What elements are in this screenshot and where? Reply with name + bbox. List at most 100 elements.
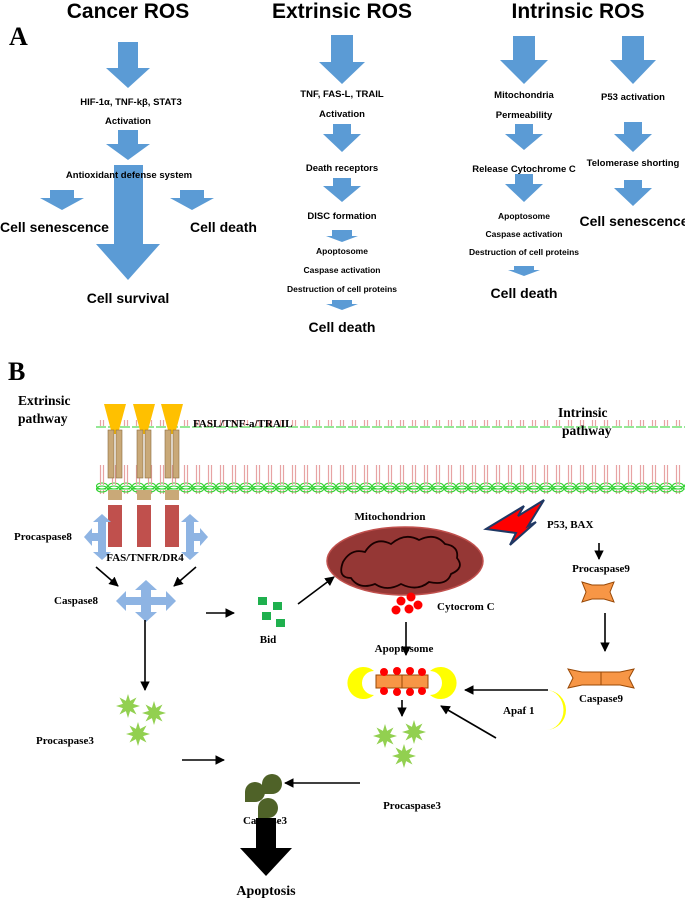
panel-a-label: A xyxy=(9,22,28,51)
procaspase3-star xyxy=(126,722,150,746)
intrinsic-pathway-line1: Intrinsic xyxy=(558,405,608,420)
extrinsic-arrow-2 xyxy=(323,124,361,152)
extrinsic-arrow-1 xyxy=(319,35,365,84)
procaspase9-label: Procaspase9 xyxy=(572,563,630,575)
receptors-label: FAS/TNFR/DR4 xyxy=(106,552,184,564)
mitochondrion-label: Mitochondrion xyxy=(354,511,426,523)
ligand-2 xyxy=(133,404,155,500)
lipid-head xyxy=(587,485,601,493)
cytochrome-c-shape xyxy=(391,592,423,615)
extrinsic-pathway-line2: pathway xyxy=(18,411,68,426)
lipid-head xyxy=(539,485,553,493)
panel-a-arrows xyxy=(40,35,656,310)
lipid-head xyxy=(563,485,577,493)
procaspase3-right-label: Procaspase3 xyxy=(383,800,441,812)
apaf1-label: Apaf 1 xyxy=(503,705,535,717)
caspase8-shape xyxy=(116,580,176,622)
lipid-head xyxy=(311,485,325,493)
caspase3-label: Caspase3 xyxy=(242,815,288,827)
lipid-head xyxy=(239,485,253,493)
lipid-head xyxy=(611,485,625,493)
procaspase3-right-shape xyxy=(373,720,426,768)
mitochondria-label: Mitochondria xyxy=(494,90,554,101)
pathway-connectors xyxy=(95,543,610,788)
lipid-head xyxy=(491,485,505,493)
extrinsic-cell-death-label: Cell death xyxy=(308,319,376,335)
mitochondrion-shape xyxy=(326,526,484,596)
cancer-activation-label: Activation xyxy=(105,116,151,127)
cancer-senescence-label: Cell senescence xyxy=(0,219,109,235)
lipid-head xyxy=(323,485,337,493)
lipid-head xyxy=(263,485,277,493)
procaspase3-star xyxy=(373,724,397,748)
extrinsic-destruction-label: Destruction of cell proteins xyxy=(286,284,398,294)
intrinsic-arrow-1 xyxy=(500,36,548,84)
lipid-head xyxy=(371,485,385,493)
procaspase3-star xyxy=(392,744,416,768)
procaspase8-shapes xyxy=(84,514,208,560)
caspase3-shape xyxy=(245,774,282,818)
receptor-3 xyxy=(165,505,179,547)
lipid-head xyxy=(671,485,685,493)
lipid-head xyxy=(467,485,481,493)
extrinsic-ros-title: Extrinsic ROS xyxy=(271,0,413,23)
lightning-icon xyxy=(483,499,545,546)
lipid-head xyxy=(251,485,265,493)
lipid-head xyxy=(395,485,409,493)
cancer-arrow-2 xyxy=(106,130,150,160)
lipid-head xyxy=(299,485,313,493)
lipid-head xyxy=(479,485,493,493)
intrinsic-arrow-4 xyxy=(508,266,540,276)
p53-arrow-2 xyxy=(614,122,652,152)
ligands-label: FASL/TNF-a/TRAIL xyxy=(193,418,293,430)
procaspase3-star xyxy=(116,694,140,718)
ligand-1 xyxy=(104,404,126,500)
caspase8-label: Caspase8 xyxy=(54,595,99,607)
lipid-head xyxy=(191,485,205,493)
procaspase3-star xyxy=(142,701,166,725)
cancer-arrow-survival xyxy=(96,165,160,280)
bid-label: Bid xyxy=(259,634,277,646)
lipid-head xyxy=(383,485,397,493)
cancer-factors-label: HIF-1α, TNF-kβ, STAT3 xyxy=(80,97,182,108)
extrinsic-activation-label: Activation xyxy=(319,109,365,120)
intrinsic-cell-death-label: Cell death xyxy=(490,285,558,301)
lipid-head xyxy=(215,485,229,493)
apoptosome-label: Apoptosome xyxy=(374,643,434,655)
cell-survival-label: Cell survival xyxy=(86,290,170,306)
lipid-head xyxy=(155,485,169,493)
panel-b-label: B xyxy=(8,357,26,386)
lipid-head xyxy=(647,485,661,493)
lipid-head xyxy=(275,485,289,493)
p53-arrow-1 xyxy=(610,36,656,84)
lipid-head xyxy=(407,485,421,493)
lipid-head xyxy=(515,485,529,493)
extrinsic-arrow-5 xyxy=(326,300,358,310)
lipid-head xyxy=(227,485,241,493)
lipid-head xyxy=(503,485,517,493)
procaspase8-label: Procaspase8 xyxy=(14,531,72,543)
cancer-arrow-left xyxy=(40,190,84,210)
intrinsic-pathway-line2: pathway xyxy=(562,423,612,438)
intrinsic-ros-title: Intrinsic ROS xyxy=(511,0,645,23)
membrane-lower-heads xyxy=(95,465,685,493)
extrinsic-apoptosome-label: Apoptosome xyxy=(316,246,368,256)
procaspase3-left-shape xyxy=(116,694,166,746)
lipid-head xyxy=(95,485,109,493)
extrinsic-pathway-line1: Extrinsic xyxy=(18,393,71,408)
lipid-head xyxy=(203,485,217,493)
cancer-ros-title: Cancer ROS xyxy=(66,0,190,23)
procaspase3-left-label: Procaspase3 xyxy=(36,735,94,747)
receptor-2 xyxy=(137,505,151,547)
apoptosis-label: Apoptosis xyxy=(236,884,296,899)
permeability-label: Permeability xyxy=(495,110,553,121)
lipid-head xyxy=(551,485,565,493)
apoptosis-arrow xyxy=(240,818,292,876)
procaspase9-shape xyxy=(581,581,615,603)
p53-arrow-3 xyxy=(614,180,652,206)
intrinsic-caspase-label: Caspase activation xyxy=(485,229,563,239)
apaf1-shape xyxy=(546,690,566,730)
lipid-head xyxy=(623,485,637,493)
extrinsic-arrow-4 xyxy=(326,230,358,242)
death-receptors-label: Death receptors xyxy=(305,163,379,174)
